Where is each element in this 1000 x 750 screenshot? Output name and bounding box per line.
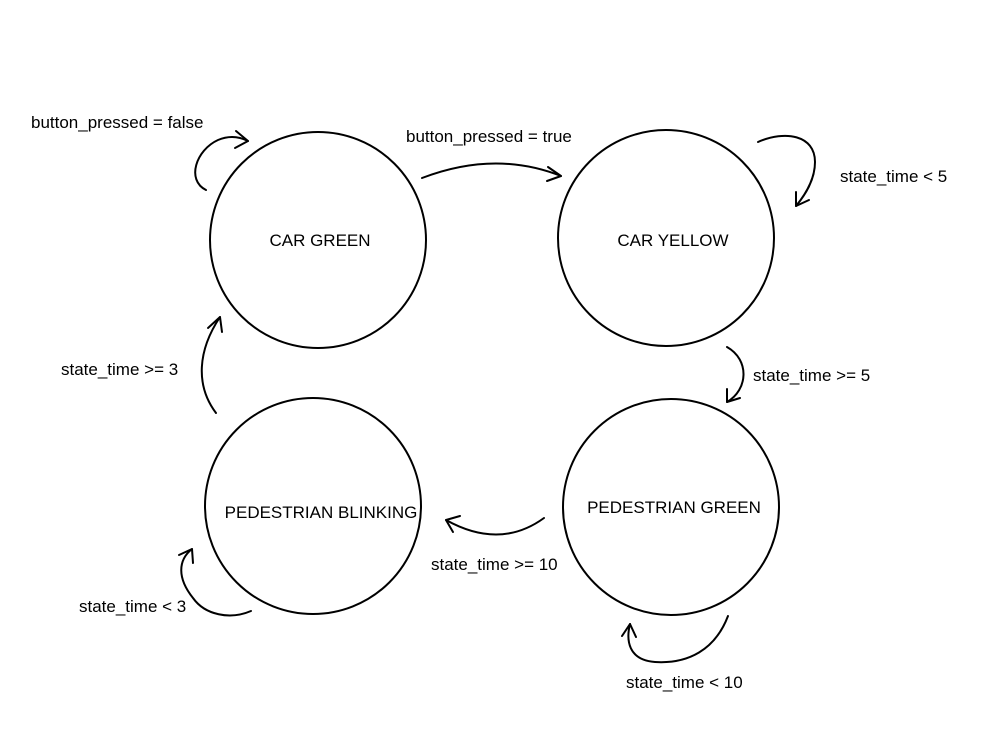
transition-label: state_time >= 10 bbox=[431, 555, 558, 574]
transition-arrow bbox=[445, 517, 545, 536]
state-car-green-label: CAR GREEN bbox=[269, 231, 370, 250]
state-car-yellow-circle bbox=[557, 129, 775, 347]
transition-arrow bbox=[200, 316, 221, 414]
self-loop-arrow bbox=[627, 615, 729, 664]
transition-label: button_pressed = true bbox=[406, 127, 572, 146]
transition-label: state_time < 5 bbox=[840, 167, 947, 186]
self-loop-arrow bbox=[757, 134, 816, 207]
transition-pedestrian-green-self: state_time < 10 bbox=[621, 615, 743, 692]
transition-pedestrian-blinking-to-car-green: state_time >= 3 bbox=[61, 316, 223, 414]
transition-car-green-to-car-yellow: button_pressed = true bbox=[406, 127, 572, 182]
state-car-green: CAR GREEN bbox=[209, 131, 427, 349]
transition-pedestrian-blinking-self: state_time < 3 bbox=[79, 548, 252, 617]
transition-pedestrian-green-to-pedestrian-blinking: state_time >= 10 bbox=[431, 515, 558, 574]
self-loop-arrow bbox=[194, 136, 249, 191]
state-car-green-circle bbox=[209, 131, 427, 349]
arrowhead-icon bbox=[546, 166, 562, 182]
transition-arrow bbox=[726, 346, 745, 403]
state-pedestrian-blinking-circle bbox=[204, 397, 422, 615]
transition-car-green-self: button_pressed = false bbox=[31, 113, 249, 191]
transition-label: state_time < 3 bbox=[79, 597, 186, 616]
state-pedestrian-green: PEDESTRIAN GREEN bbox=[562, 398, 780, 616]
arrowhead-icon bbox=[445, 515, 461, 533]
arrowhead-icon bbox=[234, 130, 249, 149]
transition-arrow bbox=[421, 162, 562, 179]
arrowhead-icon bbox=[795, 191, 810, 207]
transition-car-yellow-self: state_time < 5 bbox=[757, 134, 947, 207]
state-car-yellow-label: CAR YELLOW bbox=[617, 231, 728, 250]
transition-car-yellow-to-pedestrian-green: state_time >= 5 bbox=[726, 346, 870, 403]
state-pedestrian-blinking: PEDESTRIAN BLINKING bbox=[204, 397, 422, 615]
transition-label: state_time >= 3 bbox=[61, 360, 178, 379]
transition-label: button_pressed = false bbox=[31, 113, 203, 132]
arrowhead-icon bbox=[178, 548, 194, 564]
state-pedestrian-blinking-label: PEDESTRIAN BLINKING bbox=[225, 503, 418, 522]
state-pedestrian-green-circle bbox=[562, 398, 780, 616]
arrowhead-icon bbox=[726, 388, 741, 403]
transition-label: state_time >= 5 bbox=[753, 366, 870, 385]
state-pedestrian-green-label: PEDESTRIAN GREEN bbox=[587, 498, 761, 517]
arrowhead-icon bbox=[207, 316, 223, 333]
arrowhead-icon bbox=[621, 623, 637, 638]
state-car-yellow: CAR YELLOW bbox=[557, 129, 775, 347]
transition-label: state_time < 10 bbox=[626, 673, 743, 692]
self-loop-arrow bbox=[180, 548, 252, 617]
